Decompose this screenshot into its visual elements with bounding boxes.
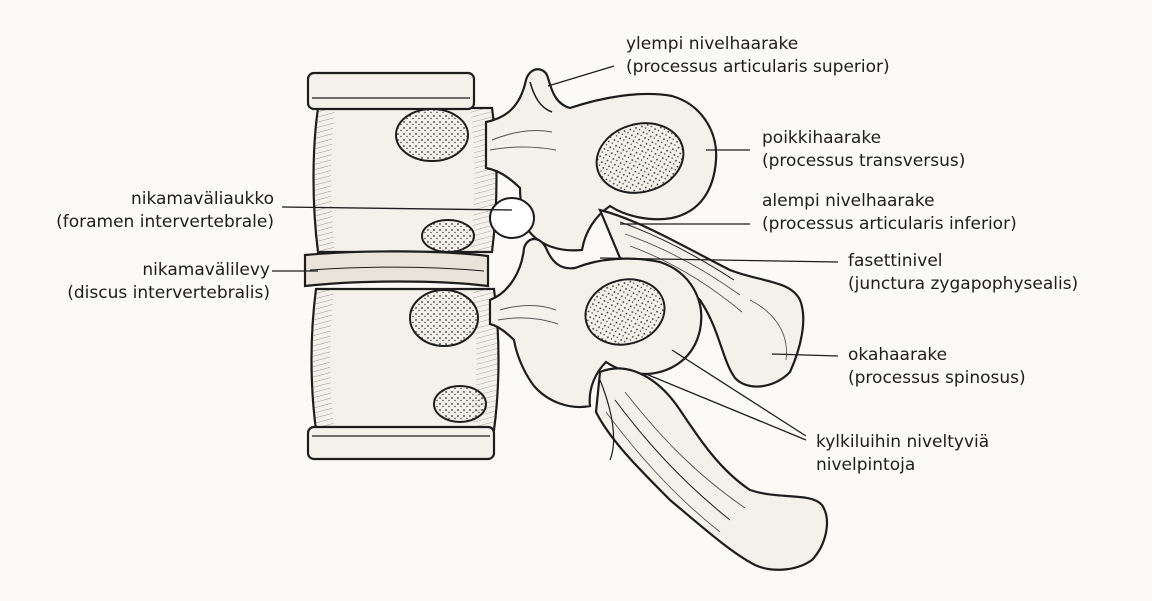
label-levy: nikamavälilevy (discus intervertebralis)	[8, 259, 270, 305]
label-ylempi-fi: ylempi nivelhaarake	[626, 33, 890, 56]
label-aukko-fi: nikamaväliaukko	[8, 188, 274, 211]
lower-body-facet	[410, 290, 478, 346]
label-alempi-la: (processus articularis inferior)	[762, 213, 1017, 236]
label-aukko-la: (foramen intervertebrale)	[8, 211, 274, 234]
lower-spinous-process	[596, 368, 827, 569]
upper-body-facet	[396, 109, 468, 161]
label-fasetti-la: (junctura zygapophysealis)	[848, 273, 1078, 296]
label-alempi: alempi nivelhaarake (processus articular…	[762, 190, 1017, 236]
intervertebral-disc	[305, 251, 488, 286]
label-alempi-fi: alempi nivelhaarake	[762, 190, 1017, 213]
label-okahaarake: okahaarake (processus spinosus)	[848, 344, 1026, 390]
label-okahaarake-fi: okahaarake	[848, 344, 1026, 367]
label-levy-fi: nikamavälilevy	[8, 259, 270, 282]
label-ylempi-la: (processus articularis superior)	[626, 56, 890, 79]
label-levy-la: (discus intervertebralis)	[8, 282, 270, 305]
leader-ylempi	[548, 66, 614, 86]
label-poikki: poikkihaarake (processus transversus)	[762, 127, 965, 173]
label-kylki-line2: nivelpintoja	[816, 454, 989, 477]
label-kylki: kylkiluihin niveltyviä nivelpintoja	[816, 431, 989, 477]
intervertebral-foramen	[490, 198, 534, 238]
label-kylki-line1: kylkiluihin niveltyviä	[816, 431, 989, 454]
label-poikki-fi: poikkihaarake	[762, 127, 965, 150]
label-fasetti: fasettinivel (junctura zygapophysealis)	[848, 250, 1078, 296]
upper-costal-facet	[422, 220, 474, 252]
label-okahaarake-la: (processus spinosus)	[848, 367, 1026, 390]
bottom-endplate	[308, 427, 494, 459]
top-endplate	[308, 73, 474, 109]
lower-costal-facet	[434, 386, 486, 422]
label-ylempi: ylempi nivelhaarake (processus articular…	[626, 33, 890, 79]
label-fasetti-fi: fasettinivel	[848, 250, 1078, 273]
label-poikki-la: (processus transversus)	[762, 150, 965, 173]
label-aukko: nikamaväliaukko (foramen intervertebrale…	[8, 188, 274, 234]
